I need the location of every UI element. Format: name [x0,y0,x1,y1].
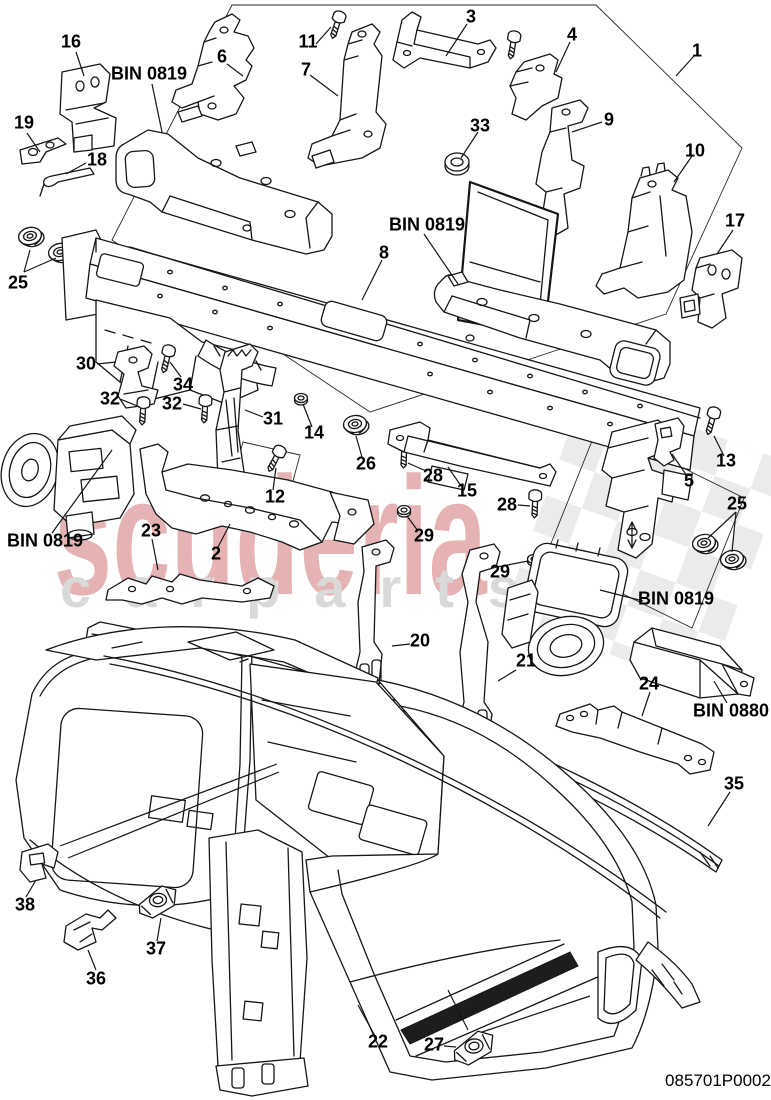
callout-33: 33 [469,115,491,136]
callout-19: 19 [13,112,35,133]
part-22-dashboard-body [16,627,700,1096]
callout-17: 17 [724,210,746,231]
callout-4: 4 [566,24,578,45]
part-24-brace [556,704,714,774]
part-28-screw-right [527,488,543,519]
part-4-bracket [503,29,562,120]
callout-10: 10 [684,140,706,161]
callout-bin0819-bottom-left: BIN 0819 [6,530,84,551]
callout-bin0819-top-left: BIN 0819 [110,63,188,84]
part-31-pillar-bracket [216,344,258,484]
callout-9: 9 [603,109,615,130]
part-19-bracket [20,138,66,164]
callout-5: 5 [683,470,695,491]
part-30-bracket [114,346,158,408]
callout-28-right: 28 [496,494,518,515]
part-26-grommet [341,413,371,438]
callout-36: 36 [85,968,107,989]
part-bin0819-duct-top-left [116,130,332,254]
part-bin0880-duct [630,628,754,698]
callout-38: 38 [14,894,36,915]
callout-28-left: 28 [422,465,444,486]
callout-30: 30 [75,353,97,374]
callout-13: 13 [715,450,737,471]
callout-34: 34 [172,374,194,395]
part-bin0819-blower-bottom-left [0,416,136,540]
part-29-nut-left [396,504,412,518]
leader-lines [24,24,736,1047]
callout-20: 20 [409,630,431,651]
part-6-bracket [172,14,254,122]
part-bin0819-duct-right [434,272,670,387]
callout-11: 11 [298,31,318,52]
part-17-bracket [680,250,742,328]
callout-31: 31 [262,408,284,429]
callout-26: 26 [355,453,377,474]
callout-18: 18 [86,149,108,170]
part-23-strip [106,574,274,604]
drawing-code: 085701P0002 [665,1071,771,1090]
callout-bin0819-middle: BIN 0819 [388,214,466,235]
part-18-rod [40,168,94,196]
part-11-screw [325,8,348,41]
part-8-crossbeam [62,230,700,558]
callout-29-left: 29 [413,525,435,546]
part-15-strip [388,422,556,490]
callout-7: 7 [300,59,312,80]
callout-27: 27 [423,1034,445,1055]
part-10-bracket [596,163,692,298]
callout-3: 3 [465,6,477,27]
callout-24: 24 [638,673,660,694]
callout-12: 12 [264,486,286,507]
part-14-grommet [293,392,309,406]
part-16-bracket [60,64,116,152]
callout-32-right: 32 [161,393,183,414]
callout-1: 1 [691,40,703,61]
callout-37: 37 [145,938,167,959]
part-bin0819-vent-bottom-right [502,522,636,683]
callout-8: 8 [378,242,390,263]
part-5-bracket [654,418,684,466]
part-2-crossmember [140,444,374,550]
callout-15: 15 [456,480,478,501]
callout-16: 16 [60,31,82,52]
group-box-assembly-1 [112,5,742,412]
callout-25-right: 25 [726,493,748,514]
part-7-bracket [308,24,386,168]
part-36-clip [64,910,116,950]
part-32-screw-left [135,395,151,427]
part-25-grommets-right [690,531,748,573]
callout-21: 21 [515,650,537,671]
callout-22: 22 [367,1031,389,1052]
callout-14: 14 [303,422,325,443]
callout-6: 6 [216,46,228,67]
callout-25-top-left: 25 [7,272,29,293]
callout-2: 2 [210,543,222,564]
part-13-screw [701,404,723,437]
callout-23: 23 [140,520,162,541]
part-38-clip [20,844,58,882]
part-3-strip-bracket [393,12,496,68]
callout-35: 35 [723,773,745,794]
part-33-grommet [445,153,469,175]
callout-bin0880: BIN 0880 [692,700,770,721]
callout-29-right: 29 [489,561,511,582]
callout-bin0819-bottom-right: BIN 0819 [637,588,715,609]
callout-32-left: 32 [99,388,121,409]
group-box-bracket-5 [546,426,744,628]
